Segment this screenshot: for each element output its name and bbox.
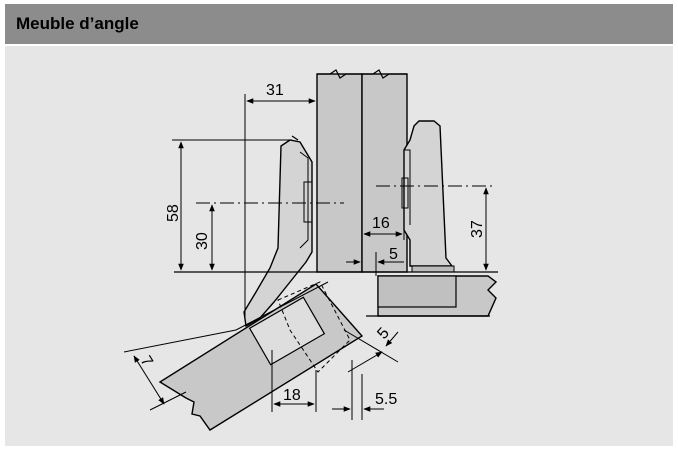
right-hinge	[401, 120, 455, 273]
angled-door-panel	[158, 281, 364, 431]
dim-5-5: 5.5	[332, 360, 397, 420]
dim-5-top: 5	[346, 246, 404, 276]
panel-header: Meuble d’angle	[5, 4, 673, 44]
dim-18: 18	[271, 350, 317, 412]
header-divider	[5, 44, 673, 46]
dim-37: 37	[469, 187, 489, 271]
panel-title: Meuble d’angle	[16, 14, 139, 33]
label-16: 16	[372, 215, 390, 232]
label-31: 31	[266, 82, 284, 99]
label-30: 30	[194, 232, 211, 250]
dim-58: 58	[165, 139, 292, 271]
label-58: 58	[165, 204, 182, 222]
label-7: 7	[137, 353, 156, 370]
dim-30: 30	[194, 204, 215, 271]
left-hinge	[243, 135, 313, 328]
label-5-5: 5.5	[375, 391, 397, 408]
dim-31: 31	[244, 82, 316, 320]
label-18: 18	[283, 387, 301, 404]
right-door-panel	[366, 275, 498, 317]
dim-16: 16	[361, 215, 405, 268]
label-5-diagonal: 5	[374, 325, 393, 343]
label-37: 37	[469, 220, 486, 238]
label-5-top: 5	[389, 246, 398, 263]
side-panel	[316, 69, 408, 273]
